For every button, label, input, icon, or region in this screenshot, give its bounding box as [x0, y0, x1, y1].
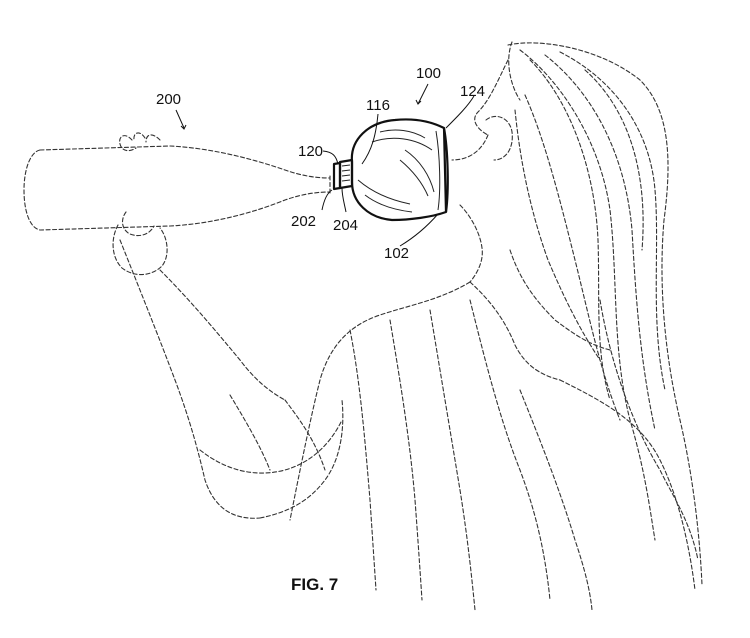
ref-200: 200 [156, 91, 181, 108]
ref-202: 202 [291, 213, 316, 230]
ref-204: 204 [333, 217, 358, 234]
ref-102: 102 [384, 245, 409, 262]
ref-124: 124 [460, 83, 485, 100]
bottle-200-outline [23, 145, 331, 231]
person-outline [112, 41, 703, 611]
drinking-adapter-100 [332, 118, 449, 222]
leader-lines [175, 83, 475, 247]
figure-label: FIG. 7 [291, 575, 338, 594]
ref-120: 120 [298, 143, 323, 160]
ref-100: 100 [416, 65, 441, 82]
ref-116: 116 [366, 97, 390, 114]
